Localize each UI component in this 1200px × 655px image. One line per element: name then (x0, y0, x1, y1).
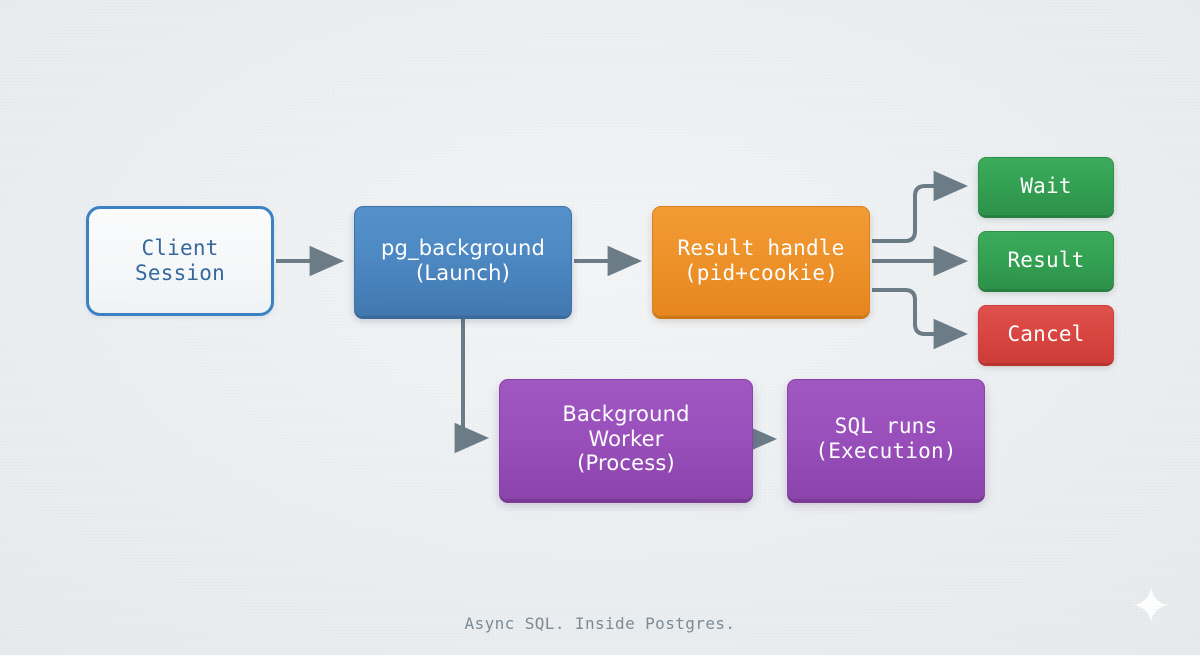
node-cancel[interactable]: Cancel (978, 305, 1114, 363)
edge-result-handle-to-cancel (872, 288, 969, 350)
node-background-worker[interactable]: Background Worker (Process) (499, 379, 753, 499)
node-result[interactable]: Result (978, 231, 1114, 289)
node-pg-background[interactable]: pg_background (Launch) (354, 206, 572, 316)
diagram-caption: Async SQL. Inside Postgres. (464, 614, 736, 633)
edge-pg-background-to-background-worker (454, 318, 490, 454)
sparkle-icon (1134, 588, 1168, 622)
node-sql-runs[interactable]: SQL runs (Execution) (787, 379, 985, 499)
node-wait[interactable]: Wait (978, 157, 1114, 215)
node-result-handle[interactable]: Result handle (pid+cookie) (652, 206, 870, 316)
node-client-session[interactable]: Client Session (86, 206, 274, 316)
edge-result-handle-to-wait (872, 170, 969, 243)
